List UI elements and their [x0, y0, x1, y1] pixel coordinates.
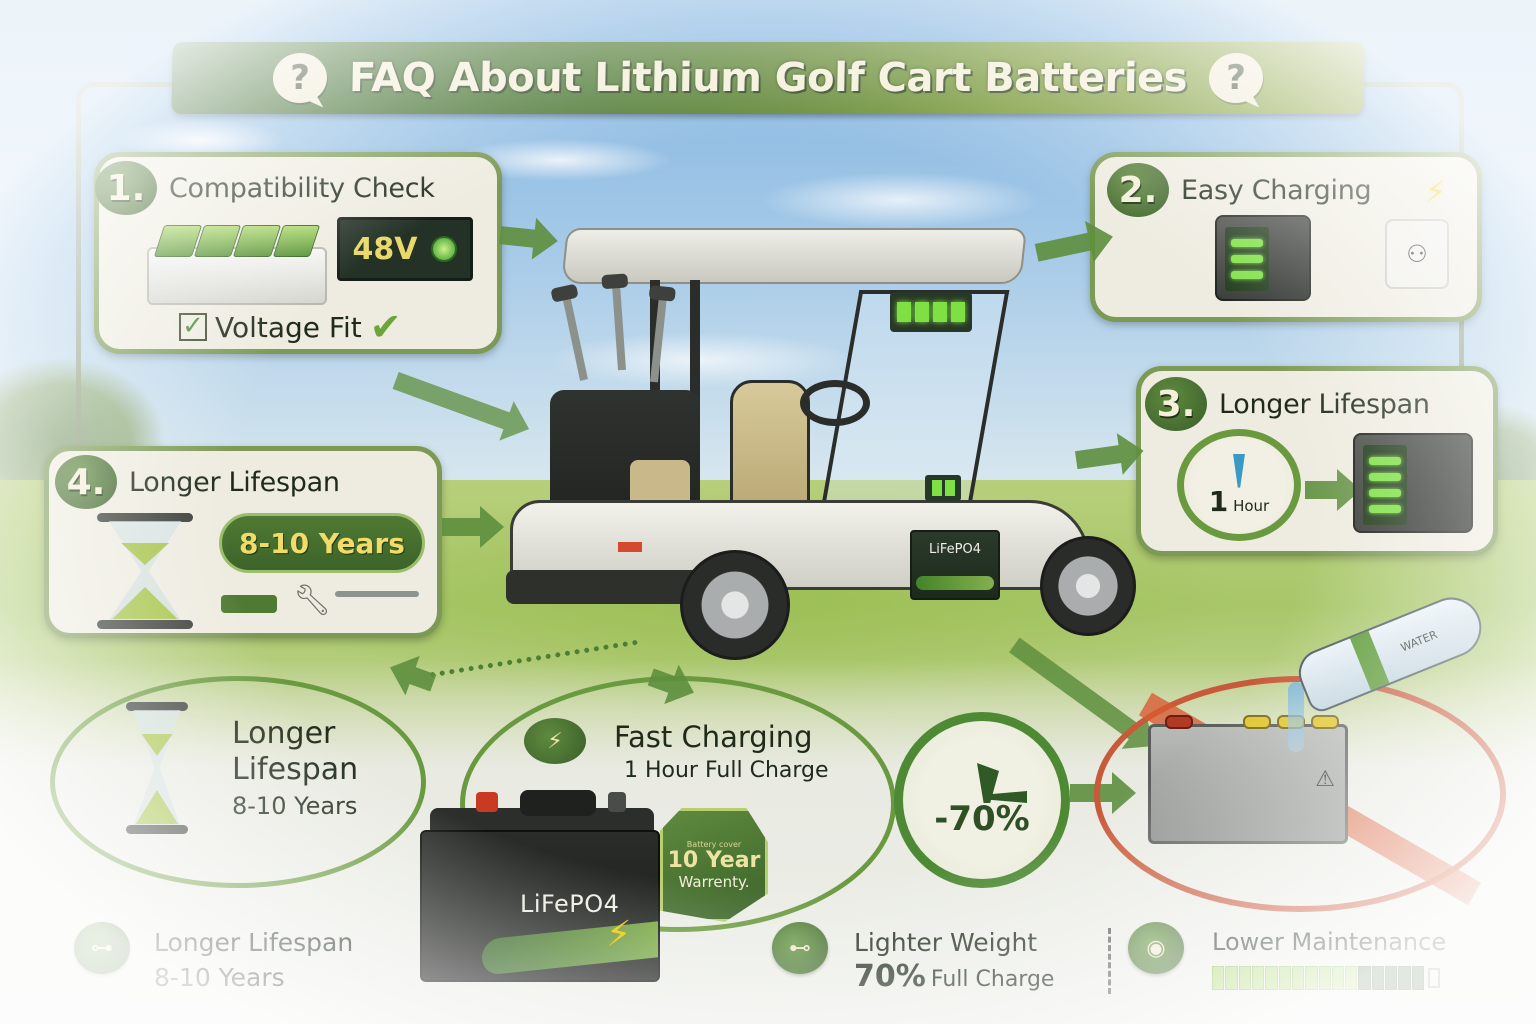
dumbbell-icon: ⊶ — [74, 922, 130, 974]
lead-acid-battery: ⚠ — [1148, 715, 1348, 844]
card-compatibility-check: 1. Compatibility Check 48V ✓ Voltage Fit… — [94, 152, 502, 354]
card-header: 4. Longer Lifespan — [55, 455, 340, 509]
legend-weight-title: Lighter Weight — [854, 928, 1038, 957]
voltage-display: 48V — [337, 217, 473, 281]
hourglass-icon — [97, 513, 193, 629]
card-header: 2. Easy Charging — [1107, 163, 1372, 217]
lightning-bolt-icon: ⚡ — [1425, 175, 1447, 210]
charge-level-bar — [1212, 966, 1440, 990]
warranty-label: Warrenty. — [678, 872, 750, 891]
cart-seat — [730, 380, 810, 520]
fast-charging-title: Fast Charging — [614, 720, 813, 754]
clock-hand — [1233, 453, 1245, 488]
maintenance-icon: ◉ — [1128, 922, 1184, 974]
checkbox-icon: ✓ — [179, 313, 207, 341]
battery-charger-icon — [1353, 433, 1473, 533]
legend-weight-percent: 70% — [854, 959, 926, 994]
status-led-icon — [431, 236, 458, 262]
battery-level-display — [890, 292, 972, 332]
page-title: FAQ About Lithium Golf Cart Batteries — [348, 55, 1188, 101]
title-banner: ? FAQ About Lithium Golf Cart Batteries … — [171, 42, 1365, 114]
lightning-bolt-icon: ⚡︎ — [606, 914, 632, 955]
legend-divider — [1108, 928, 1111, 994]
legend-lifespan-title: Longer Lifespan — [154, 928, 354, 957]
weights-icon: ⊷ — [772, 922, 828, 974]
voltage-fit-row: ✓ Voltage Fit ✔ — [179, 305, 402, 349]
warranty-years: 10 Year — [667, 847, 761, 873]
positive-terminal — [476, 792, 498, 812]
card-title: Longer Lifespan — [129, 466, 340, 498]
steering-wheel — [800, 380, 870, 426]
clock-label: 1 Hour — [1208, 485, 1270, 518]
fast-charging-subtitle: 1 Hour Full Charge — [624, 758, 829, 783]
lifepo4-battery-illustration: LiFePO4 ⚡︎ — [420, 790, 660, 990]
card-title: Compatibility Check — [169, 172, 435, 204]
battery-pack-icon — [147, 219, 327, 305]
legend-item-weight: Lighter Weight 70% Full Charge — [854, 928, 1054, 994]
lifespan-line2: Lifespan — [232, 752, 359, 787]
checkmark-icon: ✔ — [369, 305, 402, 349]
negative-terminal — [608, 792, 626, 812]
cart-roof — [561, 228, 1027, 284]
number-badge: 4. — [55, 455, 117, 509]
weight-reduction-value: -70% — [934, 799, 1030, 839]
plug-icon — [221, 595, 277, 613]
card-longer-lifespan-3: 3. Longer Lifespan 1 Hour — [1136, 366, 1498, 556]
cable-icon — [335, 591, 419, 597]
card-header: 1. Compatibility Check — [95, 161, 435, 215]
voltage-fit-label: Voltage Fit — [215, 310, 362, 344]
arrow-right-icon — [1305, 469, 1361, 511]
number-badge: 3. — [1145, 377, 1207, 431]
legend-item-maintenance: Lower Maintenance — [1212, 928, 1446, 956]
lifespan-text-block: Longer Lifespan 8-10 Years — [232, 716, 358, 820]
number-badge: 1. — [95, 161, 157, 215]
warning-icon: ⚠ — [1315, 767, 1335, 792]
wall-outlet-icon: ⚇ — [1385, 219, 1449, 289]
question-bubble-icon: ? — [272, 53, 328, 103]
card-title: Longer Lifespan — [1219, 388, 1430, 420]
clock-icon: 1 Hour — [1177, 429, 1301, 541]
tail-light — [618, 542, 642, 552]
arrow-card4-to-cart — [442, 506, 504, 548]
voltage-value: 48V — [352, 231, 418, 267]
card-easy-charging: 2. Easy Charging ⚇ ⚡ — [1090, 152, 1482, 322]
card-header: 3. Longer Lifespan — [1145, 377, 1430, 431]
legend-lifespan-years: 8-10 Years — [154, 963, 285, 992]
battery-terminal-icon — [1428, 968, 1440, 988]
legend-item-lifespan: Longer Lifespan 8-10 Years — [154, 928, 353, 992]
battery-indicator — [925, 475, 961, 501]
legend-weight-caption: Full Charge — [930, 967, 1055, 992]
golf-cart-illustration: LiFePO4 — [500, 220, 1140, 660]
charger-icon — [1215, 215, 1311, 301]
number-badge: 2. — [1107, 163, 1169, 217]
legend-maintenance-title: Lower Maintenance — [1212, 928, 1447, 956]
rear-wheel — [680, 550, 790, 660]
fast-charge-icon: ⚡︎ — [524, 718, 586, 764]
cart-battery: LiFePO4 — [910, 530, 1000, 600]
question-bubble-icon: ? — [1208, 53, 1264, 103]
hourglass-icon — [126, 702, 188, 834]
battery-label: LiFePO4 — [520, 890, 620, 918]
lifespan-badge: 8-10 Years — [219, 513, 425, 573]
front-wheel — [1040, 536, 1136, 636]
lifespan-years: 8-10 Years — [232, 792, 358, 820]
water-stream — [1288, 682, 1304, 752]
weight-reduction-clock: -70% — [894, 712, 1070, 888]
card-title: Easy Charging — [1181, 174, 1372, 206]
wrench-icon: 🔧︎ — [293, 583, 332, 618]
card-longer-lifespan-4: 4. Longer Lifespan 8-10 Years 🔧︎ — [44, 446, 442, 638]
warranty-small-text: Battery cover — [686, 839, 742, 849]
lifespan-line1: Longer — [232, 716, 336, 751]
